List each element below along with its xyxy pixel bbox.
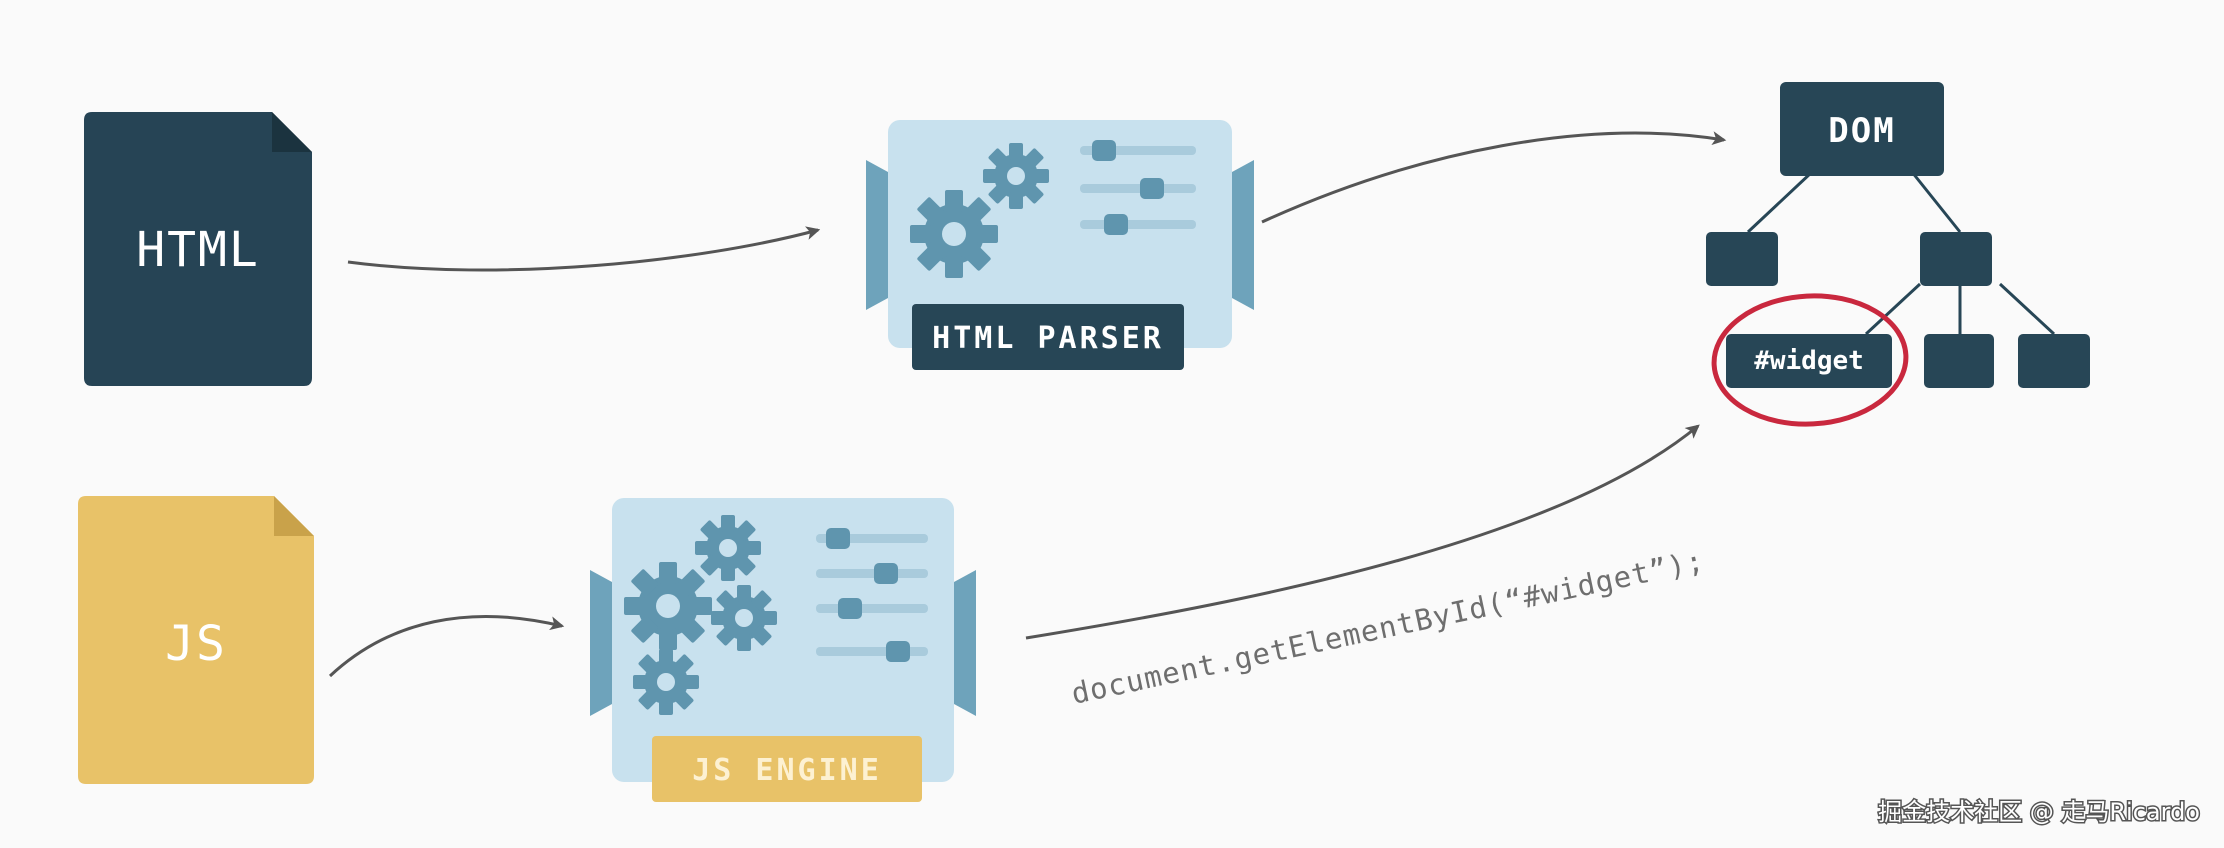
js-engine-label-box xyxy=(652,736,922,802)
slider-controls xyxy=(816,528,928,662)
dom-root-node xyxy=(1780,82,1944,176)
html-file-label: HTML xyxy=(136,222,260,278)
dom-grandchild-node xyxy=(1924,334,1994,388)
html-file-icon xyxy=(84,112,312,386)
widget-node xyxy=(1726,334,1892,388)
dom-tree xyxy=(1706,82,2090,427)
js-file-icon xyxy=(78,496,314,784)
js-file-label: JS xyxy=(165,616,227,672)
code-snippet: document.getElementById(“#widget”); xyxy=(1068,543,1707,711)
watermark: 掘金技术社区 @ 走马Ricardo xyxy=(1878,798,2200,826)
gear-icon xyxy=(910,190,998,278)
js-engine-machine xyxy=(590,498,976,802)
arrow-html-to-parser xyxy=(347,226,821,272)
html-parser-label-box xyxy=(912,304,1184,370)
gear-icon xyxy=(633,649,699,715)
dom-child-node xyxy=(1706,232,1778,286)
arrow-js-to-engine xyxy=(328,615,565,678)
gear-icon xyxy=(983,143,1049,209)
gear-icon xyxy=(624,562,712,650)
html-parser-label: HTML PARSER xyxy=(932,321,1164,356)
dom-grandchild-node xyxy=(2018,334,2090,388)
widget-label: #widget xyxy=(1754,346,1864,376)
widget-highlight-circle xyxy=(1711,293,1909,427)
arrow-parser-to-dom xyxy=(1261,131,1727,224)
slider-controls xyxy=(1080,140,1196,235)
arrow-engine-to-dom xyxy=(1025,424,1700,640)
gear-icon xyxy=(695,515,761,581)
dom-child-node xyxy=(1920,232,1992,286)
js-engine-label: JS ENGINE xyxy=(692,753,882,788)
dom-label: DOM xyxy=(1828,111,1895,151)
tree-connector-lines xyxy=(1746,170,2056,336)
gear-icon xyxy=(711,585,777,651)
html-parser-machine xyxy=(866,120,1254,370)
